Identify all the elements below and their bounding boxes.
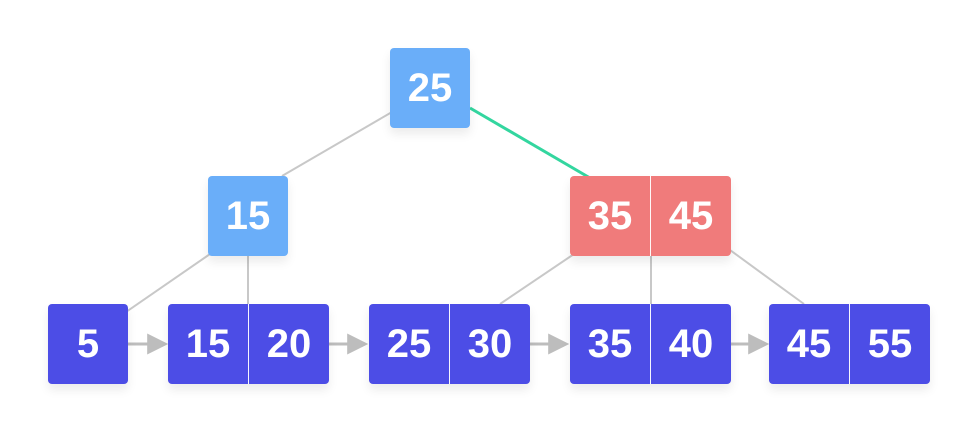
key: 30 bbox=[449, 304, 530, 384]
internal-node-left: 15 bbox=[208, 176, 288, 256]
key: 25 bbox=[407, 65, 453, 110]
leaf-node-5: 45 55 bbox=[769, 304, 930, 384]
leaf-node-3: 25 30 bbox=[369, 304, 530, 384]
key: 35 bbox=[587, 321, 633, 366]
edge-node-35-45-to-leaf-25-30 bbox=[499, 253, 575, 305]
internal-node-right-highlighted: 35 45 bbox=[570, 176, 731, 256]
key: 5 bbox=[76, 321, 100, 366]
leaf-node-1: 5 bbox=[48, 304, 128, 384]
key: 15 bbox=[185, 321, 231, 366]
leaf-node-4: 35 40 bbox=[570, 304, 731, 384]
key: 35 bbox=[587, 193, 633, 238]
key: 25 bbox=[386, 321, 432, 366]
key: 20 bbox=[248, 304, 329, 384]
edge-root-to-node-35-45 bbox=[469, 106, 591, 180]
key: 55 bbox=[849, 304, 930, 384]
key: 45 bbox=[650, 176, 731, 256]
key: 15 bbox=[225, 193, 271, 238]
edge-node-35-45-to-leaf-45-55 bbox=[729, 249, 805, 305]
key: 45 bbox=[786, 321, 832, 366]
key: 40 bbox=[650, 304, 731, 384]
edge-root-to-node-15 bbox=[281, 111, 393, 177]
edge-node-15-to-leaf-5 bbox=[125, 253, 211, 313]
root-node: 25 bbox=[390, 48, 470, 128]
leaf-node-2: 15 20 bbox=[168, 304, 329, 384]
